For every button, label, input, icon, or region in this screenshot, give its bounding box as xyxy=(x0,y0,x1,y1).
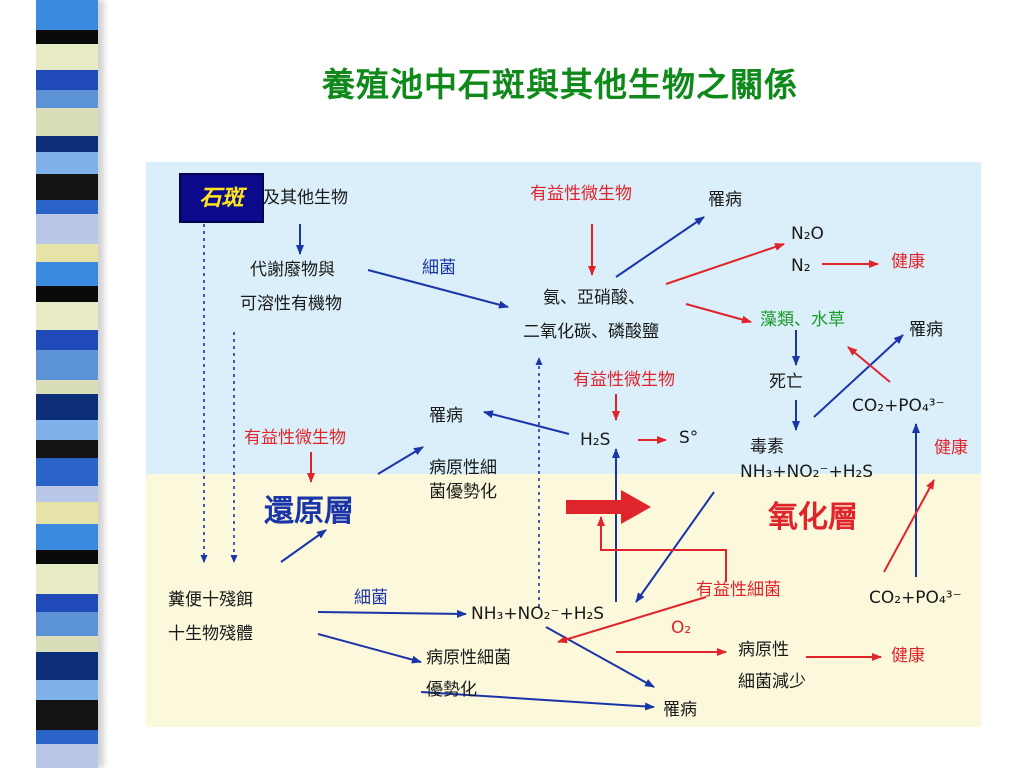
arrow-co2-to-algae xyxy=(847,346,891,383)
stripe-segment xyxy=(36,90,98,108)
decorative-stripe xyxy=(36,0,98,768)
stripe-segment xyxy=(36,524,98,550)
toxin-formula-label: NH₃+NO₂⁻+H₂S xyxy=(740,462,874,482)
stripe-segment xyxy=(36,744,98,768)
arrow-pathogen-to-disease-bottom xyxy=(420,691,655,711)
stripe-segment xyxy=(36,458,98,486)
stripe-segment xyxy=(36,486,98,502)
arrow-ammonia-to-n2 xyxy=(665,243,785,285)
s0-label: S° xyxy=(679,428,699,448)
co2po4-top-label: CO₂+PO₄³⁻ xyxy=(852,396,945,416)
co2po4-bottom-label: CO₂+PO₄³⁻ xyxy=(869,588,962,608)
stripe-segment xyxy=(36,394,98,420)
stripe-segment xyxy=(36,636,98,652)
arrow-feces-to-pathogen xyxy=(317,633,422,664)
stripe-segment xyxy=(36,564,98,594)
arrow-pathogen-to-disease xyxy=(377,446,424,475)
n2o-label: N₂O xyxy=(791,224,824,244)
arrow-ammonia-to-algae xyxy=(685,303,752,324)
stripe-segment xyxy=(36,652,98,680)
ammonia-label-2: 二氧化碳、磷酸鹽 xyxy=(523,322,659,342)
stripe-segment xyxy=(36,420,98,440)
stripe-segment xyxy=(36,136,98,152)
pathogen-bottom-label-2: 優勢化 xyxy=(426,680,477,700)
reduction-layer-label: 還原層 xyxy=(264,494,354,529)
bacteria-bottom-label: 細菌 xyxy=(354,588,388,608)
stripe-segment xyxy=(36,440,98,458)
oxidation-layer-label: 氧化層 xyxy=(768,500,858,535)
feces-label-1: 糞便十殘餌 xyxy=(168,590,253,610)
disease-right-label: 罹病 xyxy=(909,320,943,340)
n2-label: N₂ xyxy=(791,256,811,276)
grouper-badge: 石斑 xyxy=(179,173,264,223)
stripe-segment xyxy=(36,700,98,730)
h2s-label: H₂S xyxy=(580,430,611,450)
stripe-segment xyxy=(36,330,98,350)
stripe-segment xyxy=(36,262,98,286)
stripe-segment xyxy=(36,0,98,30)
arrow-toxin-to-formula xyxy=(635,491,715,603)
stripe-segment xyxy=(36,244,98,262)
stripe-segment xyxy=(36,594,98,612)
stripe-segment xyxy=(36,380,98,394)
stripe-segment xyxy=(36,30,98,44)
ammonia-label-1: 氨、亞硝酸、 xyxy=(543,288,645,308)
stripe-segment xyxy=(36,612,98,636)
feces-label-2: 十生物殘體 xyxy=(168,624,253,644)
stripe-segment xyxy=(36,108,98,136)
big-red-arrow xyxy=(566,490,651,524)
beneficial-mid-label: 有益性微生物 xyxy=(573,370,675,390)
pathogen-label-2: 菌優勢化 xyxy=(429,482,497,502)
arrow-toxin-to-disease xyxy=(813,334,904,418)
arrow-metabolites-to-ammonia xyxy=(367,269,509,309)
o2-label: O₂ xyxy=(671,618,692,638)
stripe-segment xyxy=(36,286,98,302)
metabolite-label-1: 代謝廢物與 xyxy=(250,260,335,280)
beneficial-left-label: 有益性微生物 xyxy=(244,428,346,448)
stripe-segment xyxy=(36,200,98,214)
disease-top-label: 罹病 xyxy=(708,190,742,210)
stripe-segment xyxy=(36,502,98,524)
formula-bottom-label: NH₃+NO₂⁻+H₂S xyxy=(471,604,605,624)
death-label: 死亡 xyxy=(769,372,803,392)
disease-mid-label: 罹病 xyxy=(429,406,463,426)
beneficial-bacteria-label: 有益性細菌 xyxy=(696,580,781,600)
slide-title: 養殖池中石斑與其他生物之關係 xyxy=(322,65,798,104)
healthy-bottom-label: 健康 xyxy=(891,646,925,666)
metabolite-label-2: 可溶性有機物 xyxy=(240,294,342,314)
healthy-top-label: 健康 xyxy=(891,252,925,272)
arrow-feces-to-formula xyxy=(317,609,467,618)
pathogen-bottom-label-1: 病原性細菌 xyxy=(426,648,511,668)
pathogen-right-label-1: 病原性 xyxy=(738,640,789,660)
algae-label: 藻類、水草 xyxy=(760,310,845,330)
toxin-label: 毒素 xyxy=(750,437,784,457)
disease-bottom-label: 罹病 xyxy=(663,700,697,720)
bacteria-top-label: 細菌 xyxy=(422,258,456,278)
stripe-segment xyxy=(36,302,98,330)
fish-label: 及其他生物 xyxy=(263,188,348,208)
stripe-segment xyxy=(36,730,98,744)
stripe-segment xyxy=(36,70,98,90)
stripe-segment xyxy=(36,350,98,380)
arrow-co2-bottom-to-oxidation xyxy=(883,479,935,573)
stripe-segment xyxy=(36,214,98,244)
stripe-segment xyxy=(36,174,98,200)
pathogen-right-label-2: 細菌減少 xyxy=(738,672,806,692)
stripe-segment xyxy=(36,550,98,564)
arrow-h2s-to-disease xyxy=(483,410,570,435)
arrows-layer xyxy=(200,216,935,711)
stripe-segment xyxy=(36,152,98,174)
arrow-loop-red xyxy=(597,516,727,582)
arrow-reduction-to-pathogen xyxy=(280,529,327,563)
relationship-diagram: 石斑 及其他生物 代謝廢物與 可溶性有機物 細菌 有益性微生物 罹病 N₂O N… xyxy=(146,162,981,727)
healthy-mid-label: 健康 xyxy=(934,438,968,458)
arrow-ammonia-to-disease xyxy=(615,216,705,278)
arrow-beneficial-bacteria-to-formula xyxy=(557,596,707,644)
pathogen-label-1: 病原性細 xyxy=(429,458,497,478)
stripe-segment xyxy=(36,680,98,700)
stripe-segment xyxy=(36,44,98,70)
arrow-formula-to-disease-bottom xyxy=(545,626,655,688)
beneficial-top-label: 有益性微生物 xyxy=(530,184,632,204)
